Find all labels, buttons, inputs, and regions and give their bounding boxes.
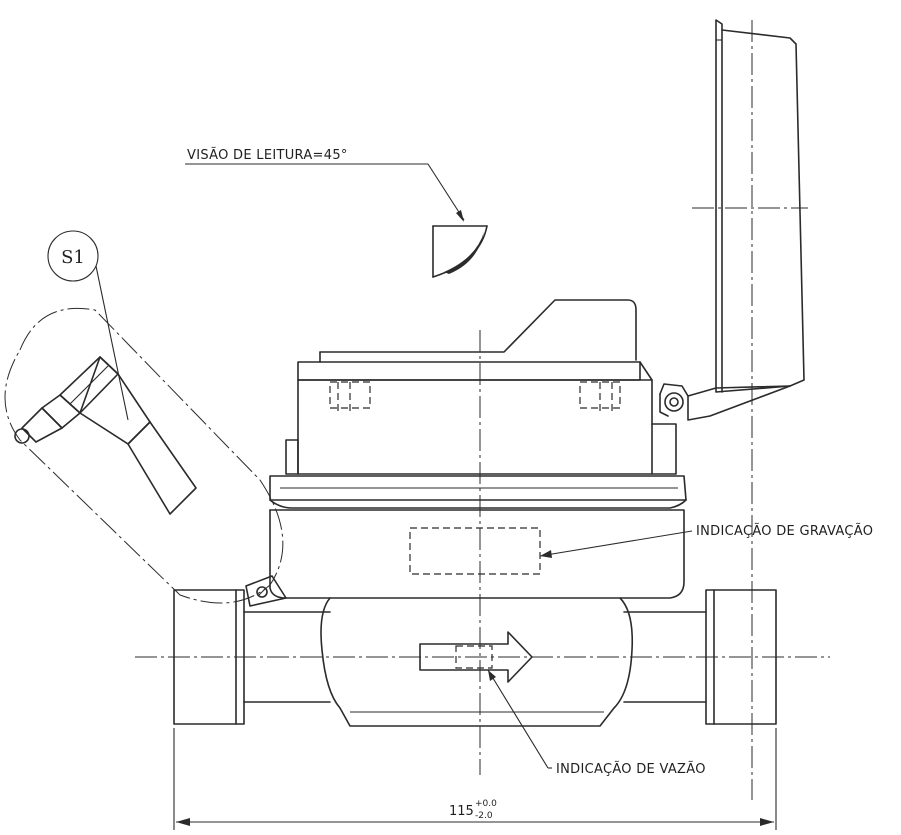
flow-arrow [419,631,533,683]
cover-screw-right [579,381,621,414]
engraving-leader [539,530,693,558]
reading-angle-symbol [432,225,488,278]
s1-bubble-label: S1 [61,247,85,268]
flow-indication-label: INDICAÇÃO DE VAZÃO [556,761,706,777]
engraving-indication-label: INDICAÇÃO DE GRAVAÇÃO [696,523,873,539]
dimension-tol-upper: +0.0 [475,799,497,809]
register-housing [269,299,687,509]
hinged-cover [659,19,805,421]
dimension-tol-lower: -2.0 [475,811,493,821]
reading-view-arrowhead [456,210,464,222]
pipe-right [623,589,777,725]
seal-plug [14,356,197,515]
dimension-nominal: 115 [449,804,474,819]
flow-leader [487,669,552,769]
hinge-pin [664,392,684,412]
cover-screw-left [329,381,371,414]
reading-view-label: VISÃO DE LEITURA=45° [187,147,348,163]
pipe-left [173,589,331,725]
engraving-area [409,527,541,575]
overall-length-dimension: 115 +0.0 -2.0 [173,728,777,830]
s1-detail: S1 [4,230,284,604]
meter-body [245,509,685,727]
reading-view-annotation: VISÃO DE LEITURA=45° [185,147,488,278]
s1-bubble [47,230,99,282]
